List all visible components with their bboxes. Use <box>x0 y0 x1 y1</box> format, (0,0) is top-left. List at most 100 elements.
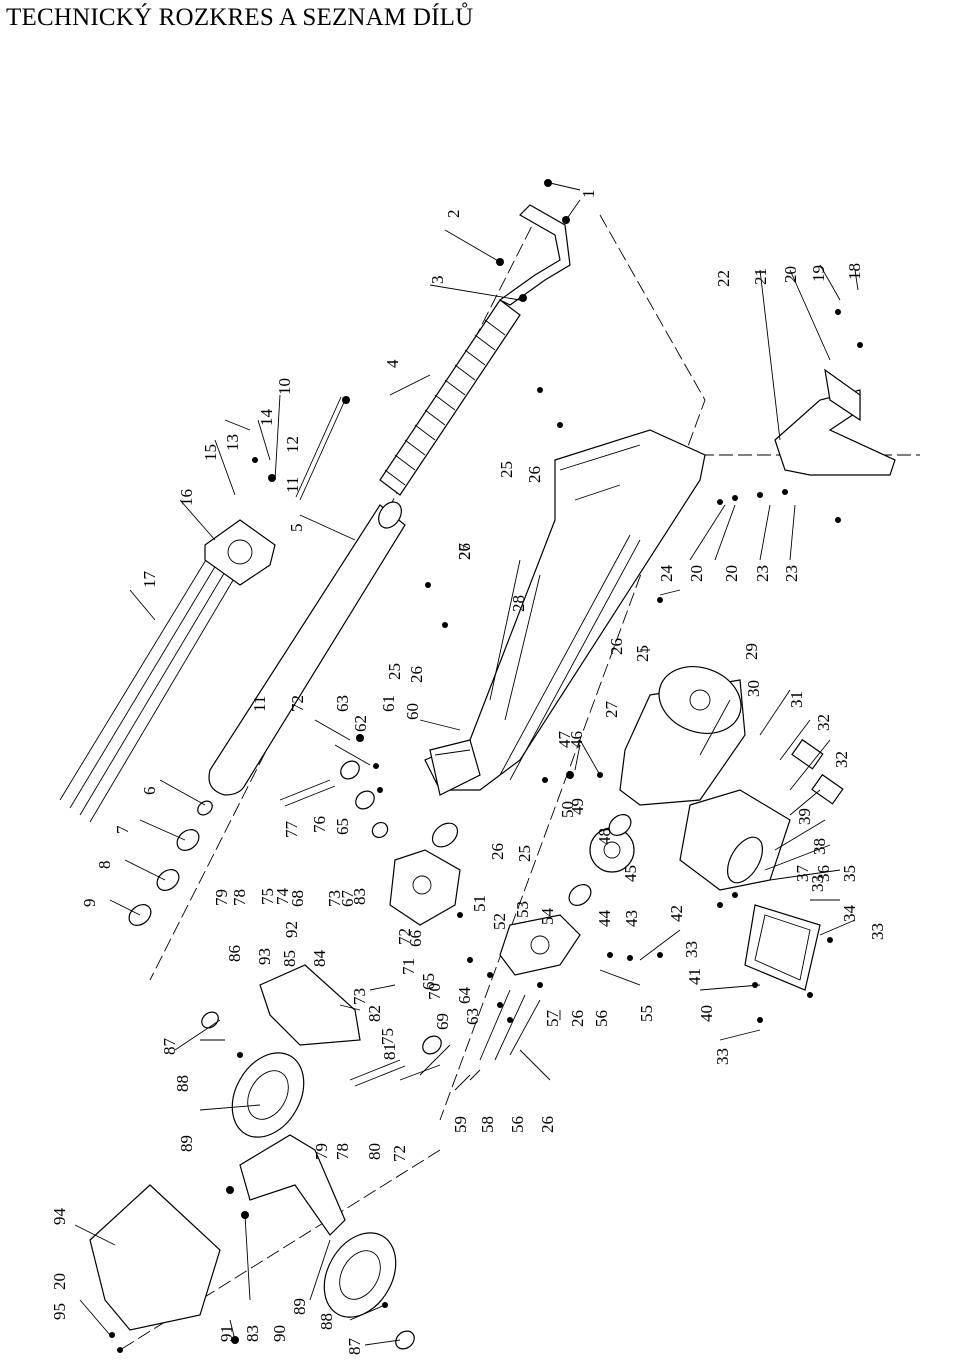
part-label: 78 <box>333 1143 352 1160</box>
part-label: 48 <box>595 828 614 845</box>
part-label: 73 <box>350 988 369 1005</box>
part-label: 20 <box>781 266 800 283</box>
part-label: 70 <box>425 983 444 1000</box>
part-label: 62 <box>351 715 370 732</box>
part-label: 65 <box>333 818 352 835</box>
part-label: 7 <box>113 825 132 834</box>
part-label: 78 <box>230 889 249 906</box>
part-label: 65 <box>419 973 438 990</box>
part-label: 31 <box>787 691 806 708</box>
part-label: 27 <box>455 543 474 561</box>
part-label: 43 <box>622 910 641 927</box>
part-label: 30 <box>744 680 763 697</box>
wheels <box>231 1052 397 1318</box>
part-label: 9 <box>80 899 99 908</box>
part-label: 79 <box>312 1143 331 1160</box>
wedge-arm <box>498 204 571 306</box>
part-label: 29 <box>742 643 761 660</box>
part-label: 92 <box>282 921 301 938</box>
box-cover <box>744 904 821 991</box>
part-label: 81 <box>380 1043 399 1060</box>
pins-and-rods <box>279 396 541 1087</box>
return-spring <box>379 299 521 496</box>
part-label: 47 <box>555 731 574 749</box>
part-label: 49 <box>568 798 587 815</box>
part-label: 34 <box>840 905 859 923</box>
part-label: 5 <box>287 524 306 533</box>
part-label: 25 <box>385 663 404 680</box>
fasteners <box>109 179 863 1353</box>
part-label: 45 <box>621 865 640 882</box>
part-label: 39 <box>795 808 814 825</box>
part-label: 68 <box>288 890 307 907</box>
part-label: 56 <box>508 1116 527 1133</box>
part-label: 85 <box>280 950 299 967</box>
part-label: 19 <box>809 265 828 282</box>
part-label: 27 <box>602 701 621 719</box>
switches <box>791 738 844 805</box>
part-label: 46 <box>567 731 586 748</box>
part-label: 51 <box>470 895 489 912</box>
part-label: 44 <box>595 910 614 928</box>
part-label: 42 <box>667 905 686 922</box>
part-label: 86 <box>225 945 244 962</box>
part-label: 4 <box>383 359 402 368</box>
part-label: 18 <box>845 263 864 280</box>
page-title: TECHNICKÝ ROZKRES A SEZNAM DÍLŮ <box>6 4 474 31</box>
part-label: 26 <box>455 543 474 560</box>
part-label: 67 <box>338 890 357 908</box>
part-label: 88 <box>173 1075 192 1092</box>
part-label: 28 <box>509 595 528 612</box>
part-label: 66 <box>406 930 425 947</box>
part-label: 72 <box>395 928 414 945</box>
part-label: 91 <box>217 1325 236 1342</box>
part-label: 59 <box>451 1116 470 1133</box>
part-label: 84 <box>310 950 329 968</box>
part-label: 63 <box>463 1008 482 1025</box>
part-label: 41 <box>685 968 704 985</box>
part-label: 38 <box>810 838 829 855</box>
seals <box>128 760 632 1350</box>
part-label: 25 <box>633 645 652 662</box>
part-label: 37 <box>793 865 812 883</box>
part-label: 40 <box>697 1005 716 1022</box>
part-label: 23 <box>753 565 772 582</box>
part-label: 25 <box>497 461 516 478</box>
lower-rails <box>499 534 641 781</box>
part-label: 10 <box>275 378 294 395</box>
part-label: 32 <box>832 751 851 768</box>
part-label: 25 <box>515 845 534 862</box>
part-label: 87 <box>160 1038 179 1056</box>
part-label: 75 <box>378 1028 397 1045</box>
part-label: 32 <box>814 714 833 731</box>
part-label: 20 <box>687 565 706 582</box>
part-label: 1 <box>579 190 598 199</box>
part-label: 26 <box>538 1116 557 1133</box>
part-label: 16 <box>177 489 196 506</box>
part-label: 89 <box>290 1298 309 1315</box>
part-label: 90 <box>270 1325 289 1342</box>
part-label: 14 <box>257 409 276 427</box>
part-label: 55 <box>637 1005 656 1022</box>
part-label: 13 <box>223 434 242 451</box>
part-label: 58 <box>478 1116 497 1133</box>
part-label: 72 <box>288 695 307 712</box>
part-label: 93 <box>255 948 274 965</box>
part-label: 50 <box>558 801 577 818</box>
switch-box <box>679 789 791 891</box>
part-label: 95 <box>50 1303 69 1320</box>
part-label: 79 <box>212 889 231 906</box>
part-label: 23 <box>782 565 801 582</box>
part-label: 26 <box>407 666 426 683</box>
part-label: 57 <box>543 1010 562 1028</box>
part-label: 24 <box>657 565 676 583</box>
part-label: 20 <box>50 1273 69 1290</box>
pump-block <box>499 914 581 976</box>
part-label: 26 <box>488 843 507 860</box>
part-label: 74 <box>273 888 292 906</box>
part-label: 36 <box>814 865 833 882</box>
part-label: 33 <box>868 923 887 940</box>
part-label: 69 <box>433 1013 452 1030</box>
part-label: 60 <box>403 703 422 720</box>
